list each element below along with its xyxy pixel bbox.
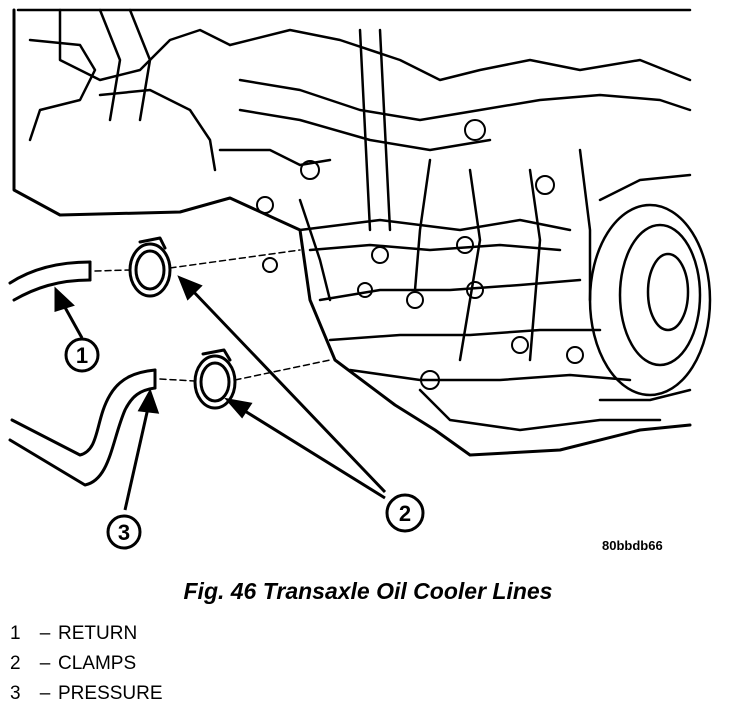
figure-id-code: 80bbdb66 (602, 538, 663, 553)
engine-diagram: 1 2 3 80bbdb66 (8, 8, 712, 553)
return-line (8, 260, 92, 302)
legend-dash: – (39, 623, 51, 644)
legend-number: 1 (10, 623, 21, 644)
legend: 1 – RETURN 2 – CLAMPS 3 – PRESSURE (10, 619, 410, 709)
clamp-upper (128, 236, 172, 298)
legend-label: RETURN (58, 623, 138, 644)
callout-2: 2 (385, 493, 425, 533)
engine-assembly (12, 8, 712, 457)
callout-3: 3 (106, 514, 142, 550)
legend-dash: – (39, 683, 51, 704)
legend-label: CLAMPS (58, 653, 137, 674)
legend-label: PRESSURE (58, 683, 163, 704)
bolt-heads (256, 119, 584, 390)
alignment-lines (94, 249, 331, 382)
svg-text:1: 1 (76, 343, 88, 368)
clamp-lower (193, 348, 237, 410)
callout-1: 1 (64, 337, 100, 373)
legend-number: 2 (10, 653, 21, 674)
callout-leaders (54, 275, 387, 511)
svg-text:3: 3 (118, 520, 130, 545)
legend-number: 3 (10, 683, 21, 704)
legend-dash: – (39, 653, 51, 674)
pressure-line (8, 368, 157, 487)
svg-text:2: 2 (399, 501, 411, 526)
legend-item-pressure: 3 – PRESSURE (10, 679, 410, 709)
legend-item-clamps: 2 – CLAMPS (10, 649, 410, 679)
legend-item-return: 1 – RETURN (10, 619, 410, 649)
figure-caption: Fig. 46 Transaxle Oil Cooler Lines (183, 578, 553, 604)
